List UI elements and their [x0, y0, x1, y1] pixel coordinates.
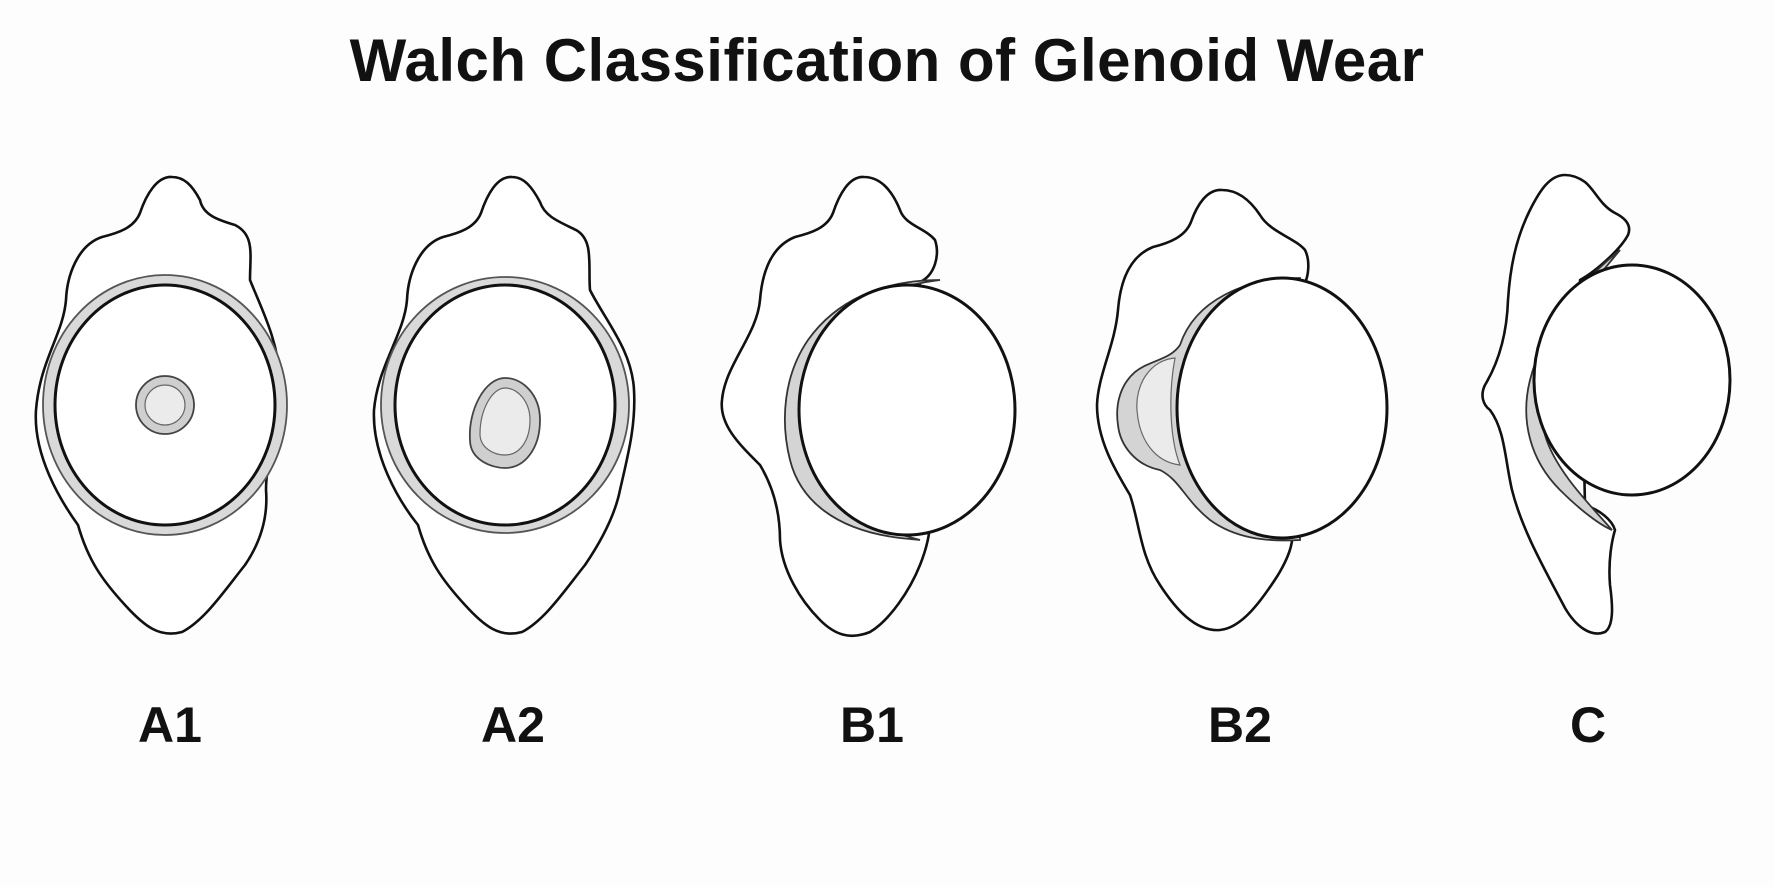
type-label-a1: A1 [138, 697, 202, 753]
type-label-c: C [1570, 697, 1606, 753]
humeral-head-b1 [797, 283, 1017, 537]
glenoid-type-b1 [720, 175, 1017, 637]
humeral-head-b2 [1175, 276, 1389, 540]
type-label-b1: B1 [840, 697, 904, 753]
glenoid-type-b2 [1095, 188, 1389, 632]
humeral-head-c [1532, 263, 1732, 497]
glenoid-type-c [1481, 173, 1732, 635]
type-label-a2: A2 [481, 697, 545, 753]
diagram-title: Walch Classification of Glenoid Wear [349, 27, 1425, 94]
paleoglenoid-facet-b2 [1136, 357, 1181, 466]
glenoid-type-a2 [372, 175, 636, 635]
central-erosion-core-a1 [144, 384, 186, 426]
type-label-b2: B2 [1208, 697, 1272, 753]
glenoid-type-a1 [34, 175, 288, 635]
central-erosion-core-a2 [479, 387, 531, 456]
